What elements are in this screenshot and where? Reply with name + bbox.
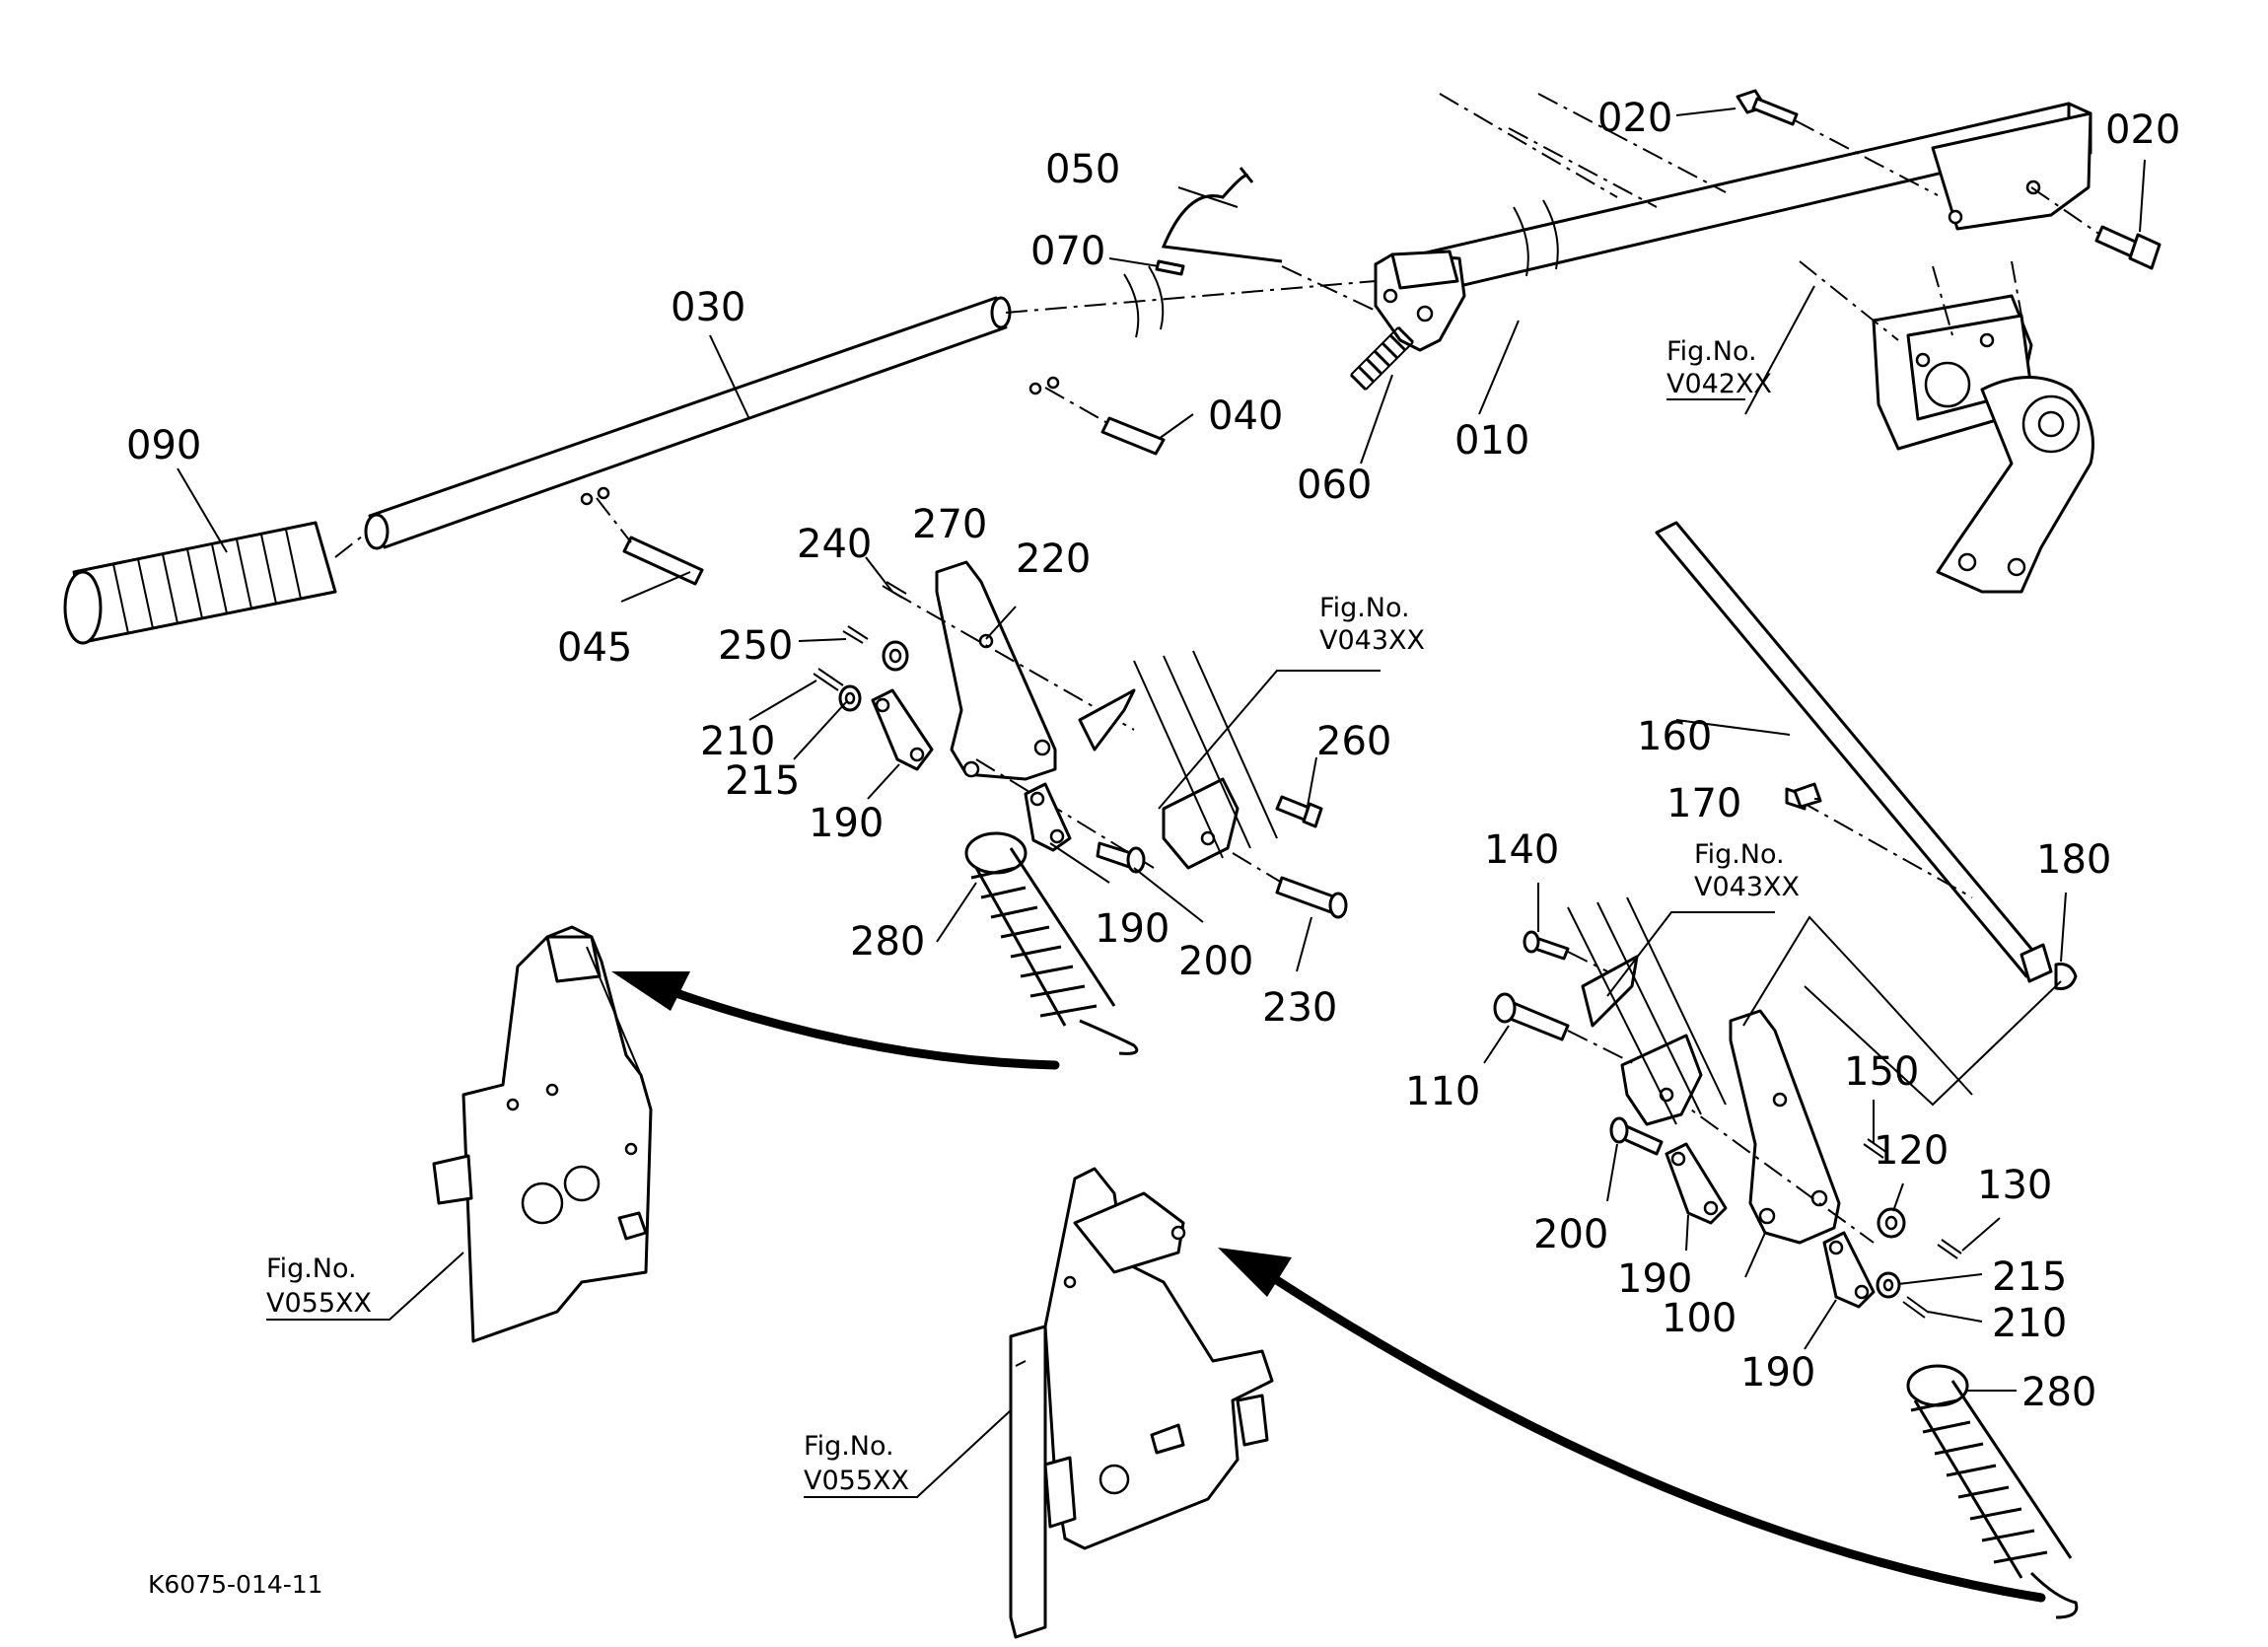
washer-240	[882, 640, 909, 672]
figure-ref-v043-right-line2: V043XX	[1694, 872, 1800, 902]
bolt-260	[1275, 795, 1323, 828]
callout-180: 180	[2036, 837, 2111, 883]
callout-250: 250	[718, 623, 793, 669]
callout-230: 230	[1262, 985, 1337, 1031]
callout-190-left-b: 190	[1095, 906, 1169, 952]
lever-frame-010	[1374, 93, 2092, 352]
bolt-020-top	[1736, 89, 1939, 196]
pin-210-right	[1902, 1296, 1930, 1319]
callout-100: 100	[1662, 1296, 1736, 1341]
figure-ref-v055-left-line1: Fig.No.	[266, 1253, 357, 1284]
pin-230	[1232, 852, 1348, 919]
callout-120: 120	[1874, 1128, 1949, 1174]
callout-160: 160	[1637, 714, 1712, 759]
bracket-v043-left	[1078, 650, 1381, 870]
callout-090: 090	[126, 423, 201, 468]
figure-ref-v055-right-line1: Fig.No.	[804, 1431, 894, 1462]
pin-110	[1493, 992, 1638, 1066]
callout-215-left: 215	[725, 758, 800, 804]
bracket-v043-right	[1567, 896, 1775, 1126]
clip-050	[1161, 167, 1377, 312]
callout-190-right-a: 190	[1617, 1256, 1692, 1302]
callout-270: 270	[912, 502, 987, 547]
pivot-assembly-v042	[1744, 260, 2094, 594]
figure-ref-v055-right: Fig.No. V055XX	[804, 1409, 1012, 1498]
callout-210-right: 210	[1992, 1301, 2067, 1346]
callout-280-right: 280	[2021, 1370, 2096, 1415]
link-190-left-a	[871, 688, 934, 771]
callout-240: 240	[797, 522, 872, 567]
callout-110: 110	[1405, 1069, 1480, 1114]
callout-200-left: 200	[1178, 939, 1253, 984]
spring-280-left	[964, 831, 1139, 1055]
figure-ref-v043-left: Fig.No. V043XX	[1319, 593, 1425, 656]
pin-130	[1937, 1239, 1962, 1259]
callout-140: 140	[1484, 827, 1559, 873]
figure-ref-v043-right: Fig.No. V043XX	[1694, 839, 1800, 902]
washer-120	[1877, 1207, 1906, 1239]
callout-220: 220	[1016, 537, 1091, 582]
pin-045	[596, 497, 704, 586]
callout-050: 050	[1045, 147, 1120, 192]
pin-210-left	[813, 668, 844, 691]
pin-040	[1044, 387, 1166, 456]
grip-090	[63, 521, 368, 645]
callout-260: 260	[1316, 719, 1391, 764]
callout-215-right: 215	[1992, 1254, 2067, 1300]
figure-ref-v055-right-line2: V055XX	[804, 1466, 909, 1496]
figure-ref-v055-left-line2: V055XX	[266, 1288, 372, 1319]
figure-ref-v042-line1: Fig.No.	[1666, 336, 1757, 367]
callout-020-right: 020	[2105, 107, 2180, 153]
link-190-right-a	[1665, 1142, 1728, 1225]
figure-ref-v043-right-line1: Fig.No.	[1694, 839, 1785, 870]
spring-280-right	[1906, 1364, 2079, 1619]
callout-130: 130	[1977, 1163, 2052, 1208]
figure-ref-v043-left-line1: Fig.No.	[1319, 593, 1410, 623]
pin-200-left	[1096, 841, 1146, 874]
callout-190-left-a: 190	[809, 801, 884, 846]
bracket-plate-v055-left	[432, 925, 653, 1343]
callout-210-left: 210	[700, 719, 775, 764]
drawing-code: K6075-014-11	[148, 1570, 323, 1599]
spring-060	[1349, 325, 1415, 392]
bolt-170	[1793, 782, 1822, 809]
assembly-arrow-left	[611, 971, 1060, 1070]
callout-200-right: 200	[1533, 1212, 1608, 1257]
callout-010: 010	[1454, 418, 1529, 464]
callout-060: 060	[1297, 463, 1372, 508]
figure-ref-v042: Fig.No. V042XX	[1666, 336, 1772, 400]
bolt-020-right	[2030, 186, 2162, 270]
callout-040: 040	[1208, 394, 1283, 439]
pin-150	[1863, 1138, 1888, 1159]
figure-ref-v043-left-line2: V043XX	[1319, 625, 1425, 656]
callout-labels: 010 020 020 030 040 045 050 070 060 090 …	[126, 96, 2180, 1415]
assembly-arrow-right	[1218, 1248, 2046, 1603]
pin-250	[842, 625, 869, 644]
callout-020-top: 020	[1597, 96, 1672, 141]
washer-215-right	[1876, 1271, 1901, 1299]
figure-ref-v055-left: Fig.No. V055XX	[266, 1252, 464, 1321]
link-190-right-b	[1822, 1231, 1876, 1309]
bracket-plate-v055-right	[1009, 1167, 1274, 1639]
callout-190-right-b: 190	[1740, 1350, 1815, 1396]
pin-140	[1523, 930, 1608, 972]
figure-ref-v042-line2: V042XX	[1666, 369, 1772, 399]
callout-170: 170	[1666, 781, 1741, 826]
link-190-left-b	[1024, 782, 1072, 852]
pin-200-right	[1609, 1116, 1664, 1156]
callout-150: 150	[1844, 1049, 1919, 1095]
callout-030: 030	[671, 285, 745, 330]
callout-070: 070	[1030, 229, 1105, 274]
callout-280-left: 280	[850, 919, 925, 965]
callout-045: 045	[557, 625, 632, 671]
lever-tube-030	[364, 265, 1377, 550]
leader-lines	[177, 107, 2146, 1392]
pin-070	[1155, 259, 1185, 276]
